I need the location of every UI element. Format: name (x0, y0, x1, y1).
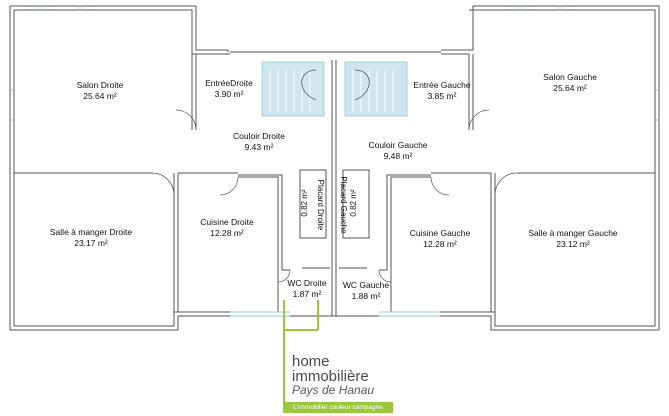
closet-name: Placard Droite (316, 179, 325, 231)
interior-walls-left (14, 54, 330, 312)
logo-line-home: home (292, 353, 330, 370)
room-area: 25.64 m² (553, 83, 587, 93)
room-couloir-droite: Couloir Droite 9.43 m² (222, 131, 296, 153)
room-name: Salle à manger Droite (49, 227, 133, 237)
closet-area: 0.82 m² (349, 189, 358, 217)
closet-placard-gauche: Placard Gauche (338, 169, 348, 241)
room-entree-gauche: Entrée Gauche 3.85 m² (407, 80, 477, 102)
room-name: Couloir Gauche (368, 140, 428, 150)
room-salon-droite: Salon Droite 25.64 m² (60, 80, 140, 102)
room-name: WC Droite (287, 278, 327, 288)
logo-tagline: L'immobilier couleur campagne (283, 402, 393, 413)
logo-line-immobiliere: immobilière (292, 368, 369, 385)
room-area: 9.43 m² (244, 142, 274, 152)
room-cuisine-droite: Cuisine Droite 12.28 m² (190, 217, 264, 239)
room-area: 9.48 m² (383, 151, 413, 161)
room-entree-droite: EntréeDroite 3.90 m² (196, 78, 262, 100)
room-cuisine-gauche: Cuisine Gauche 12.28 m² (402, 228, 478, 250)
closet-placard-droite: Placard Droite (315, 172, 325, 238)
room-name: Entrée Gauche (413, 80, 471, 90)
room-name: Couloir Droite (233, 131, 285, 141)
room-name: Cuisine Gauche (409, 228, 471, 238)
room-area: 12.28 m² (210, 228, 244, 238)
room-area: 3.85 m² (427, 91, 457, 101)
room-area: 1.87 m² (292, 289, 322, 299)
closet-placard-droite-area-label: 0.82 m² (300, 178, 310, 228)
room-name: Cuisine Droite (200, 217, 254, 227)
closet-placard-gauche-area-label: 0.82 m² (349, 178, 359, 228)
interior-walls-right (339, 54, 655, 312)
outer-walls (9, 5, 660, 331)
room-salon-gauche: Salon Gauche 25.64 m² (530, 72, 610, 94)
staircases (261, 61, 408, 117)
room-area: 3.90 m² (214, 89, 244, 99)
room-area: 1.88 m² (351, 291, 381, 301)
room-name: Salon Gauche (543, 72, 597, 82)
room-area: 23.12 m² (556, 239, 590, 249)
room-area: 23.17 m² (74, 238, 108, 248)
room-couloir-gauche: Couloir Gauche 9.48 m² (361, 140, 435, 162)
doors (151, 109, 518, 283)
room-salle-manger-gauche: Salle à manger Gauche 23.12 m² (518, 228, 628, 250)
room-name: Salle à manger Gauche (528, 228, 618, 238)
closet-area: 0.82 m² (300, 189, 309, 217)
logo-frame (283, 300, 319, 402)
room-name: Salon Droite (76, 80, 124, 90)
room-wc-droite: WC Droite 1.87 m² (280, 278, 334, 300)
room-area: 25.64 m² (83, 91, 117, 101)
room-salle-manger-droite: Salle à manger Droite 23.17 m² (36, 227, 146, 249)
windows (10, 6, 659, 317)
logo-line-region: Pays de Hanau (292, 383, 375, 397)
room-name: EntréeDroite (205, 78, 253, 88)
closet-name: Placard Gauche (339, 176, 348, 234)
room-wc-gauche: WC Gauche 1.88 m² (338, 280, 394, 302)
room-area: 12.28 m² (423, 239, 457, 249)
room-name: WC Gauche (342, 280, 390, 290)
